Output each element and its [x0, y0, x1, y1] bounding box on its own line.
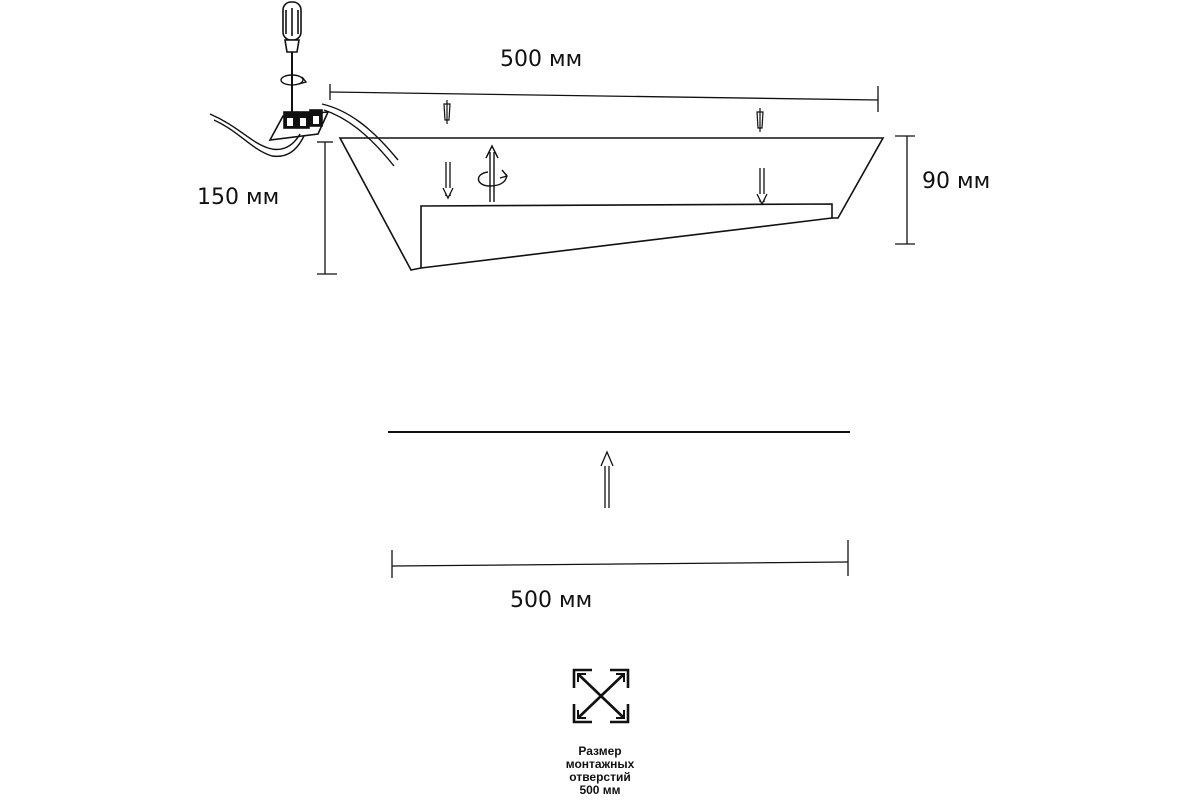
terminal-block: [268, 109, 330, 141]
luminaire-body: [338, 137, 885, 271]
bottom-dimension-line: [391, 540, 849, 578]
caption-line-4: 500 мм: [579, 783, 621, 797]
caption-line-1: Размер: [578, 744, 622, 758]
top-dimension-line: [329, 84, 879, 112]
bottom-width-label: 500 мм: [510, 588, 592, 613]
power-wire: [209, 103, 399, 167]
up-arrow-icon: [600, 450, 614, 508]
screw-icon: [442, 162, 768, 206]
caption-line-2: монтажных: [565, 757, 635, 771]
left-height-dimension: [317, 141, 337, 275]
mounting-hole-size-icon: [572, 668, 630, 724]
top-width-label: 500 мм: [500, 47, 582, 72]
screwdriver-icon: [282, 1, 302, 112]
right-height-label: 90 мм: [922, 169, 990, 194]
rotate-arrow-icon: [280, 74, 308, 86]
rotate-screw-icon: [477, 144, 509, 202]
right-height-dimension: [895, 135, 915, 245]
wall-plug-icon: [443, 100, 764, 132]
mounting-hole-caption: Размер монтажных отверстий 500 мм: [520, 745, 680, 797]
caption-line-3: отверстий: [569, 770, 631, 784]
left-height-label: 150 мм: [197, 185, 279, 210]
